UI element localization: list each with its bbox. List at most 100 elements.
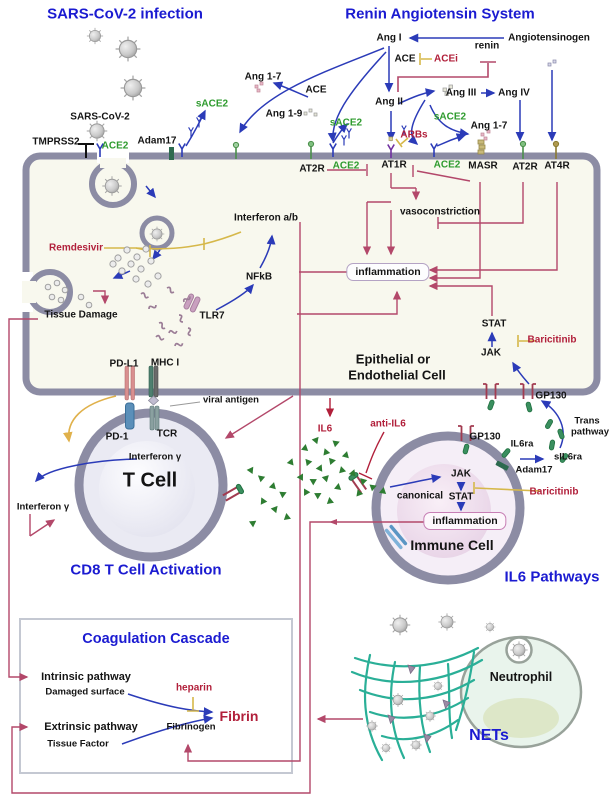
- label-tissue-damage: Tissue Damage: [44, 309, 118, 321]
- label-mhc-i: MHC I: [150, 357, 180, 369]
- label-ang-i: Ang I: [376, 32, 402, 44]
- label-trans-pathway-line1: Trans: [574, 415, 600, 427]
- mhc-i-stalk-icon: [148, 365, 159, 398]
- label-ang-iii: Ang III: [445, 87, 477, 99]
- membrane-receptors: [96, 116, 560, 160]
- pathway-lines-red: [8, 61, 558, 794]
- label-stat-immune: STAT: [448, 491, 474, 503]
- label-ace-left: ACE: [305, 84, 327, 96]
- adam17-enzyme-icon: [169, 147, 174, 160]
- tcr-receptor-icon: [149, 405, 160, 431]
- label-epithelial-line1: Epithelial or: [355, 351, 431, 367]
- label-fibrinogen: Fibrinogen: [166, 721, 216, 733]
- label-ang-1-7-mid: Ang 1-7: [470, 120, 508, 132]
- label-fibrin: Fibrin: [219, 708, 259, 724]
- label-tissue-factor: Tissue Factor: [47, 738, 109, 750]
- label-at2r-left: AT2R: [299, 163, 325, 175]
- label-arbs: ARBs: [400, 129, 428, 141]
- tcell-cytokine-receptor-icon: [222, 483, 245, 502]
- label-canonical: canonical: [396, 490, 444, 502]
- inflammation-box-epithelial: inflammation: [346, 263, 430, 281]
- title-nets: NETs: [469, 727, 509, 744]
- coagulation-cascade-box: [19, 618, 293, 774]
- label-tlr7: TLR7: [199, 310, 225, 322]
- title-coagulation-cascade: Coagulation Cascade: [82, 631, 230, 647]
- label-interferon-gamma-in: Interferon γ: [128, 451, 182, 463]
- label-tmprss2: TMPRSS2: [32, 136, 80, 148]
- label-baricitinib-epithelial: Baricitinib: [527, 334, 577, 346]
- label-ace2-entry: ACE2: [101, 140, 129, 152]
- viral-protein-dots: [44, 245, 162, 309]
- label-interferon-gamma-out: Interferon γ: [16, 501, 70, 513]
- label-il6: IL6: [317, 423, 333, 435]
- label-masr: MASR: [468, 160, 498, 172]
- label-pd-l1: PD-L1: [109, 358, 139, 370]
- label-acei: ACEi: [434, 53, 458, 65]
- label-neutrophil: Neutrophil: [489, 670, 553, 684]
- inflammation-box-immune: inflammation: [423, 512, 507, 530]
- title-renin-angiotensin: Renin Angiotensin System: [345, 5, 535, 23]
- inhibitor-lines-yellow: [63, 53, 541, 712]
- label-stat-epithelial: STAT: [481, 318, 507, 330]
- label-damaged-surface: Damaged surface: [45, 686, 125, 698]
- label-ang-1-9: Ang 1-9: [265, 108, 303, 120]
- viral-antigen-pointer: [169, 401, 201, 407]
- label-ang-ii: Ang II: [375, 96, 403, 108]
- label-epithelial-line2: Endothelial Cell: [348, 367, 446, 383]
- label-gp130-epithelial: GP130: [535, 390, 567, 402]
- il6-receptor-complex-icon: [347, 471, 368, 494]
- label-ang-iv: Ang IV: [498, 87, 530, 99]
- label-adam17-immune: Adam17: [515, 464, 553, 476]
- label-tcr: TCR: [156, 428, 178, 440]
- label-ace2-left: ACE2: [332, 160, 360, 172]
- label-pd-1: PD-1: [105, 431, 129, 443]
- label-extrinsic-pathway: Extrinsic pathway: [44, 721, 138, 733]
- il6ra-icon: [500, 447, 512, 459]
- label-at4r: AT4R: [544, 160, 570, 172]
- label-sace2-shed: sACE2: [195, 98, 229, 110]
- label-viral-antigen: viral antigen: [203, 394, 259, 406]
- tlr7-receptor-icon: [183, 293, 201, 313]
- sars-cov-2-virus-icon: [86, 120, 108, 142]
- blue-receptor-icon: [384, 524, 408, 550]
- pathway-arrows-blue: [34, 33, 564, 745]
- ang19-receptor-icon: [232, 141, 240, 159]
- label-jak-immune: JAK: [450, 468, 472, 480]
- label-at1r: AT1R: [381, 159, 407, 171]
- label-ace2-right: ACE2: [433, 159, 461, 171]
- label-sace2-right: sACE2: [433, 111, 467, 123]
- label-vasoconstriction: vasoconstriction: [399, 206, 481, 218]
- pd-l1-stalk-icon: [124, 365, 135, 401]
- label-heparin: heparin: [175, 682, 213, 694]
- pd-1-receptor-icon: [125, 402, 135, 430]
- at4r-receptor-icon: [552, 140, 560, 159]
- label-nfkb: NFkB: [245, 271, 273, 283]
- masr-receptor-icon: [477, 139, 486, 155]
- peptide-beads: [254, 59, 557, 141]
- at2r-left-receptor-icon: [307, 140, 315, 159]
- label-il6ra: IL6ra: [510, 438, 534, 450]
- label-ace: ACE: [394, 53, 416, 65]
- label-sil6ra: sIL6ra: [554, 451, 582, 463]
- title-sars-infection: SARS-CoV-2 infection: [47, 5, 203, 23]
- label-ang-1-7-top: Ang 1-7: [244, 71, 282, 83]
- neutrophil-cell: [459, 635, 583, 749]
- adam17-immune-icon: [495, 460, 509, 471]
- label-renin: renin: [474, 40, 500, 52]
- label-at2r-right: AT2R: [512, 161, 538, 173]
- tmprss2-tbar: [78, 143, 94, 158]
- nets-debris: [387, 664, 451, 744]
- label-angiotensinogen: Angiotensinogen: [508, 32, 590, 44]
- label-t-cell: T Cell: [122, 469, 178, 492]
- label-interferon-ab: Interferon a/b: [234, 212, 298, 224]
- label-trans-pathway-line2: pathway: [570, 426, 610, 438]
- title-il6-pathways: IL6 Pathways: [504, 568, 600, 586]
- il6-molecules: [246, 434, 388, 528]
- label-remdesivir: Remdesivir: [49, 242, 103, 254]
- title-cd8-activation: CD8 T Cell Activation: [70, 561, 222, 579]
- label-anti-il6: anti-IL6: [370, 418, 406, 430]
- nets-mesh: [350, 646, 484, 762]
- label-baricitinib-immune: Baricitinib: [529, 486, 579, 498]
